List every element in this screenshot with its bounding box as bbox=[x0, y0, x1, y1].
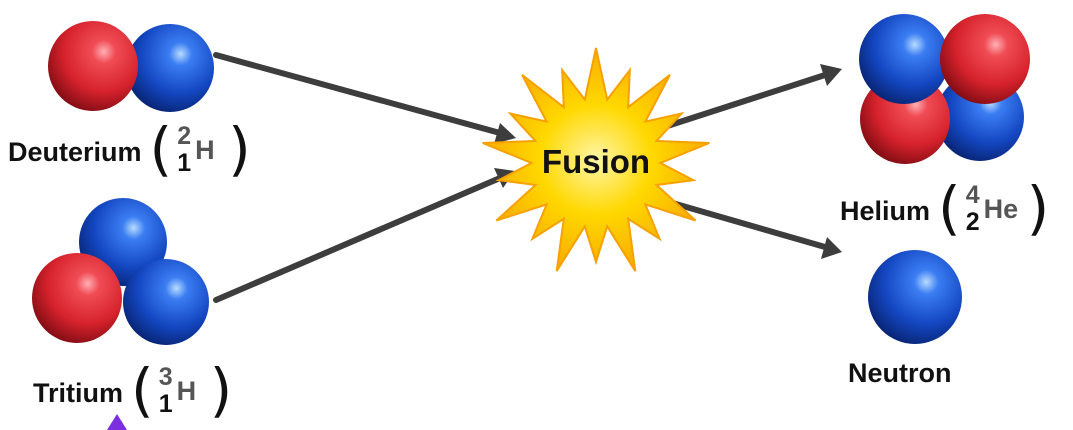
atomic-number: 1 bbox=[174, 151, 194, 176]
arrow-deuterium-to-fusion bbox=[216, 55, 500, 133]
mass-number: 2 bbox=[174, 124, 194, 149]
arrow-fusion-to-neutron bbox=[655, 198, 825, 247]
close-paren: ) bbox=[1027, 179, 1050, 237]
neutron-sphere bbox=[868, 250, 962, 344]
neutron-label: Neutron bbox=[848, 358, 952, 389]
fusion-label: Fusion bbox=[526, 143, 666, 181]
arrow-head-neutron bbox=[821, 237, 842, 259]
helium-label: Helium ( 4 2 He ) bbox=[840, 181, 1049, 241]
neutron-sphere bbox=[126, 24, 214, 112]
helium-name: Helium bbox=[840, 196, 930, 227]
close-paren: ) bbox=[210, 361, 233, 419]
mouse-cursor-icon bbox=[105, 414, 129, 430]
arrow-tritium-to-fusion bbox=[216, 178, 500, 300]
tritium-name: Tritium bbox=[33, 378, 123, 409]
neutron-name: Neutron bbox=[848, 358, 952, 389]
deuterium-nucleus bbox=[48, 21, 214, 112]
element-symbol: H bbox=[195, 137, 215, 164]
proton-sphere bbox=[48, 21, 138, 111]
deuterium-nuclide-notation: 2 1 H bbox=[174, 122, 226, 182]
neutron-sphere bbox=[123, 259, 209, 345]
mass-number: 4 bbox=[963, 183, 983, 208]
neutron-particle bbox=[868, 250, 962, 344]
tritium-nuclide-notation: 3 1 H bbox=[156, 363, 208, 423]
open-paren: ( bbox=[131, 361, 154, 419]
proton-sphere bbox=[940, 14, 1030, 104]
close-paren: ) bbox=[228, 120, 251, 178]
atomic-number: 2 bbox=[963, 210, 983, 235]
tritium-nucleus bbox=[32, 198, 209, 345]
mass-number: 3 bbox=[156, 365, 176, 390]
helium-nucleus bbox=[859, 14, 1030, 164]
deuterium-name: Deuterium bbox=[8, 137, 142, 168]
open-paren: ( bbox=[938, 179, 961, 237]
tritium-label: Tritium ( 3 1 H ) bbox=[33, 363, 232, 423]
deuterium-label: Deuterium ( 2 1 H ) bbox=[8, 122, 251, 182]
atomic-number: 1 bbox=[156, 392, 176, 417]
neutron-sphere bbox=[859, 14, 949, 104]
arrow-head-deuterium bbox=[494, 123, 516, 144]
element-symbol: H bbox=[177, 378, 197, 405]
element-symbol: He bbox=[984, 196, 1019, 223]
arrow-fusion-to-helium bbox=[655, 75, 825, 130]
proton-sphere bbox=[32, 253, 122, 343]
open-paren: ( bbox=[150, 120, 173, 178]
helium-nuclide-notation: 4 2 He bbox=[963, 181, 1025, 241]
